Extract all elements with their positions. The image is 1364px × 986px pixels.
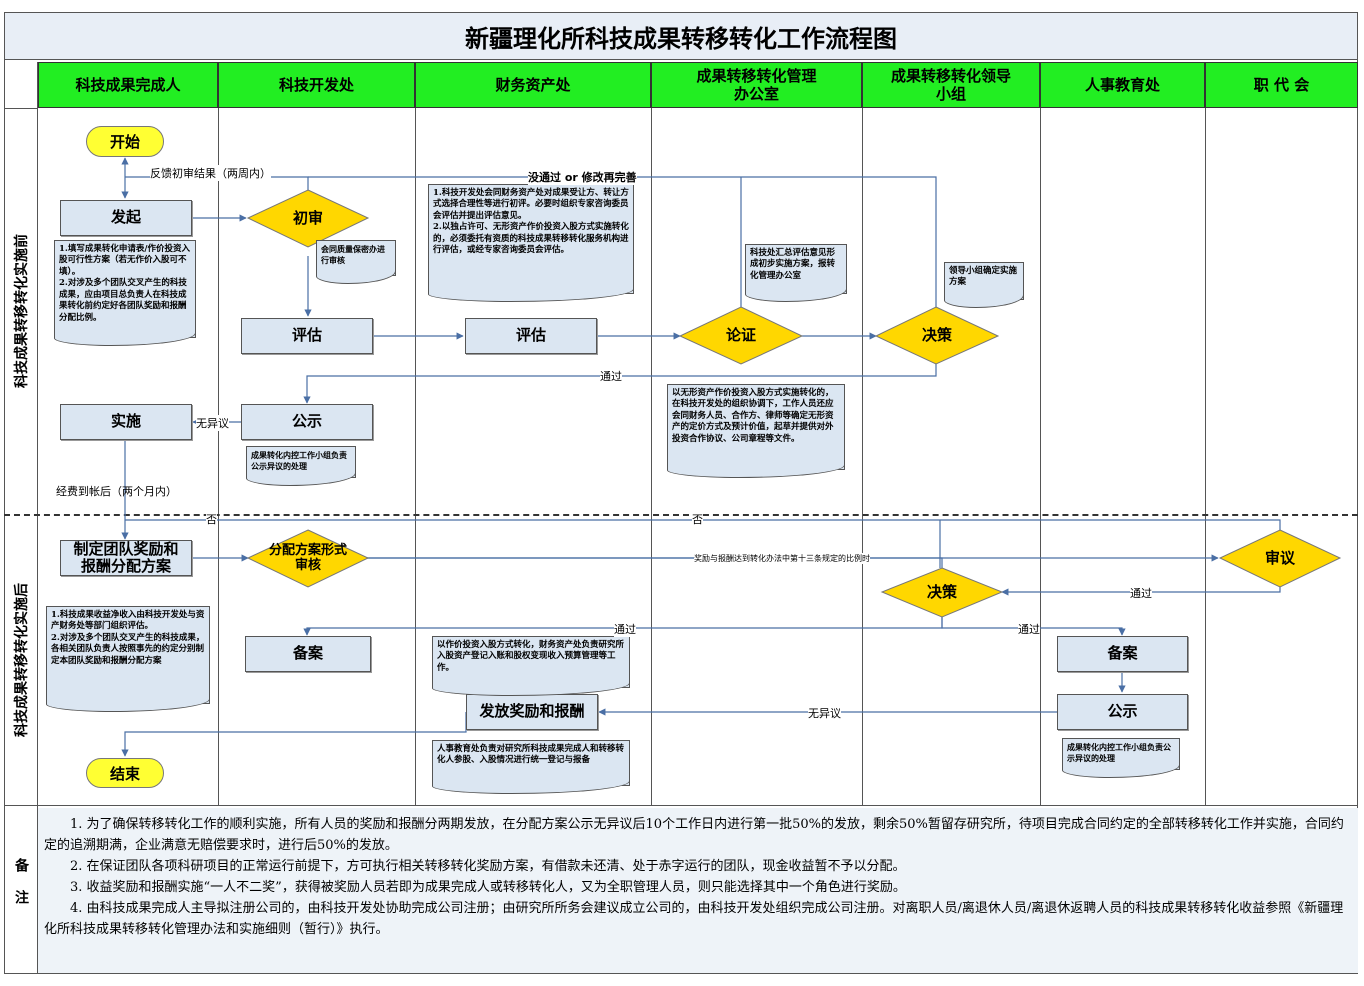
make-plan-box: 制定团队奖励和 报酬分配方案 <box>60 540 192 576</box>
note-item: 1. 为了确保转移转化工作的顺利实施，所有人员的奖励和报酬分两期发放，在分配方案… <box>44 817 1344 853</box>
edge-issue-end <box>121 712 467 757</box>
lane-header-office: 成果转移转化管理 办公室 <box>651 62 862 108</box>
label-funds: 经费到帐后（两个月内） <box>56 485 177 498</box>
doc-launch-note: 1.填写成果转化申请表/作价投资入股可行性方案（若无作价入股可不填）。 2.对涉… <box>54 240 196 346</box>
phase-separator-before <box>4 108 38 109</box>
publicize-box-hr: 公示 <box>1057 694 1188 730</box>
label-pass-decide: 通过 <box>600 368 622 384</box>
label-no-objection-tech: 无异议 <box>196 415 229 431</box>
doc-argue-note: 以无形资产作价投资入股方式实施转化的，在科技开发处的组织协调下，工作人员还应会同… <box>667 384 845 478</box>
phase-separator-dashed <box>4 514 1358 516</box>
page-title: 新疆理化所科技成果转移转化工作流程图 <box>4 12 1358 60</box>
doc-hr-note: 人事教育处负责对研究所科技成果完成人和转移转化人参股、入股情况进行统一登记与报备 <box>432 740 630 794</box>
doc-plan-note: 1.科技成果收益净收入由科技开发处与资产财务处等部门组织评估。 2.对涉及多个团… <box>46 606 210 712</box>
lane-header-leader-group: 成果转移转化领导 小组 <box>862 62 1040 108</box>
issue-reward-box: 发放奖励和报酬 <box>466 694 598 730</box>
diamond-argue <box>678 306 804 365</box>
diamond-decide2 <box>880 567 1004 618</box>
note-item: 2. 在保证团队各项科研项目的正常运行前提下，方可执行相关转移转化奖励方案，有借… <box>70 859 906 874</box>
label-pass-record-tech: 通过 <box>614 621 636 637</box>
diamond-plan-review <box>246 529 370 588</box>
label-no-left: 否 <box>206 511 217 527</box>
edge-not-pass <box>308 176 937 310</box>
edge-review-decide <box>366 557 943 570</box>
doc-finance-note: 1.科技开发处会同财务资产处对成果受让方、转让方式选择合理性等进行初评。必要时组… <box>428 184 634 302</box>
record-box-tech: 备案 <box>245 636 371 672</box>
label-no-objection-hr: 无异议 <box>808 705 841 721</box>
eval-box-finance: 评估 <box>465 318 597 354</box>
diamond-prelim <box>246 189 370 248</box>
lane-header-tech-dev: 科技开发处 <box>218 62 415 108</box>
launch-box: 发起 <box>60 200 192 236</box>
label-no-right: 否 <box>692 511 703 527</box>
end-terminal: 结束 <box>86 758 164 788</box>
eval-box-tech: 评估 <box>241 318 373 354</box>
lane-header-hr: 人事教育处 <box>1040 62 1205 108</box>
note-item: 4. 由科技成果完成人主导拟注册公司的，由科技开发处协助完成公司注册；由研究所所… <box>44 901 1344 937</box>
lane-header-finance: 财务资产处 <box>415 62 651 108</box>
doc-publicize-note-tech: 成果转化内控工作小组负责公示异议的处理 <box>246 446 356 486</box>
label-ratio: 奖励与报酬达到转化办法中第十三条规定的比例时 <box>694 553 870 564</box>
record-box-hr: 备案 <box>1057 636 1188 672</box>
label-feedback: 反馈初审结果（两周内） <box>150 165 271 181</box>
implement-box: 实施 <box>60 404 192 440</box>
doc-prelim-note: 会同质量保密办进行审核 <box>316 240 396 284</box>
lane-divider <box>1205 108 1206 805</box>
start-terminal: 开始 <box>86 126 164 157</box>
doc-office-note: 科技处汇总评估意见形成初步实施方案，报转化管理办公室 <box>745 244 847 302</box>
doc-publicize-note-hr: 成果转化内控工作小组负责公示异议的处理 <box>1062 738 1180 778</box>
label-pass-record-hr: 通过 <box>1018 621 1040 637</box>
lane-divider <box>218 108 219 805</box>
doc-leader-note: 领导小组确定实施方案 <box>944 262 1024 308</box>
lane-divider <box>1040 108 1041 805</box>
diamond-staff-review <box>1218 529 1342 588</box>
phase-separator-notes <box>4 805 1358 806</box>
diamond-decide1 <box>874 306 1000 365</box>
lane-divider <box>862 108 863 805</box>
label-not-pass: 没通过 or 修改再完善 <box>528 169 637 185</box>
note-item: 3. 收益奖励和报酬实施“一人不二奖”，获得被奖励人员若即为成果完成人或转移转化… <box>70 880 906 895</box>
lane-divider <box>415 108 416 805</box>
lane-divider <box>651 108 652 805</box>
notes-section: 1. 为了确保转移转化工作的顺利实施，所有人员的奖励和报酬分两期发放，在分配方案… <box>38 808 1358 973</box>
label-pass-congress: 通过 <box>1130 585 1152 601</box>
doc-equity-note: 以作价投资入股方式转化，财务资产处负责研究所入股资产登记入账和股权变现收入预算管… <box>432 636 630 696</box>
phase-column-border <box>37 62 38 974</box>
lane-header-completer: 科技成果完成人 <box>38 62 218 108</box>
publicize-box-tech: 公示 <box>241 404 373 440</box>
phase-label-notes: 备注 <box>13 858 29 922</box>
lane-header-staff-congress: 职 代 会 <box>1205 62 1358 108</box>
